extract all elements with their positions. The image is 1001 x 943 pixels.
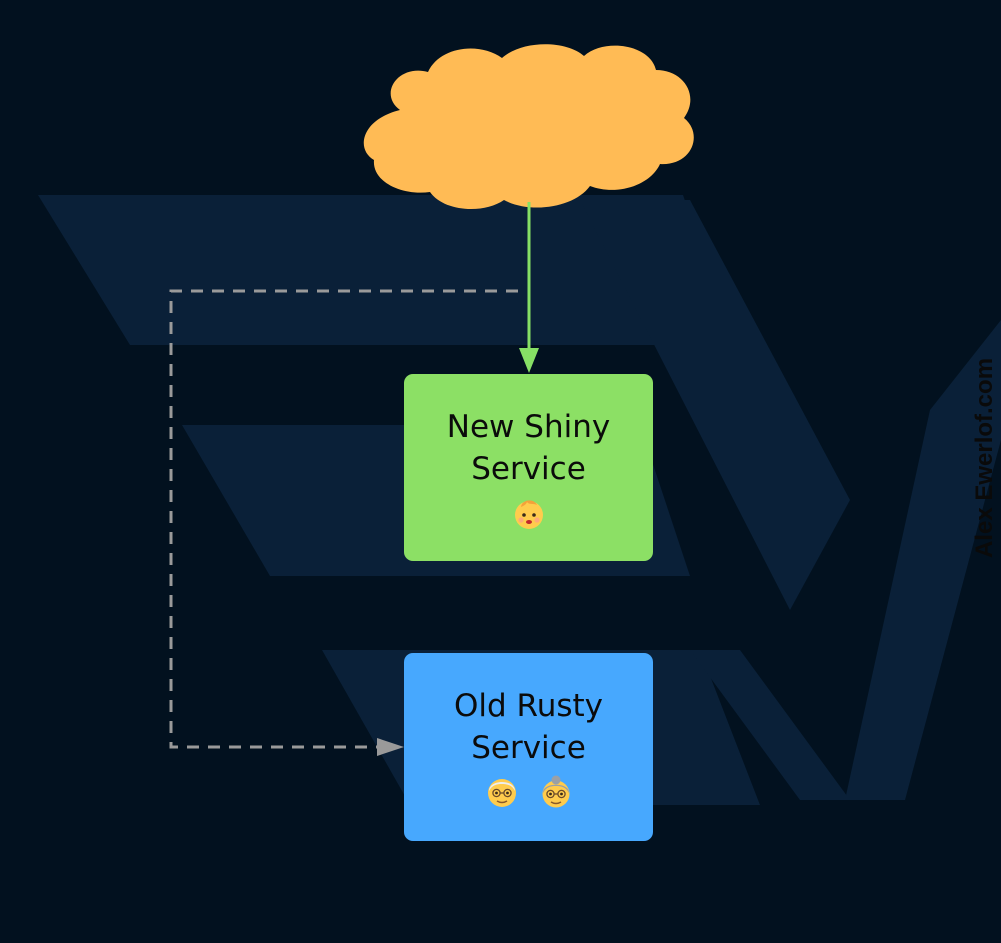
dashed-arrowhead bbox=[377, 738, 404, 756]
new-shiny-service-node: New Shiny Service bbox=[404, 374, 653, 561]
old-rusty-service-node: Old Rusty Service bbox=[404, 653, 653, 841]
edge-cloud-to-old bbox=[169, 289, 518, 756]
author-watermark: Alex Ewerlof.com bbox=[971, 357, 998, 559]
old-woman-face-icon bbox=[542, 775, 569, 808]
solid-arrowhead bbox=[519, 348, 539, 373]
new-service-label: New Shiny Service bbox=[446, 408, 611, 487]
baby-face-icon bbox=[514, 499, 543, 529]
old-man-face-icon bbox=[487, 779, 516, 807]
logo-right-stroke bbox=[845, 320, 1001, 800]
dashed-arrow-path bbox=[169, 289, 518, 749]
logo-diagonal-stroke bbox=[580, 200, 850, 610]
logo-stripe-top bbox=[38, 195, 735, 345]
cloud-node bbox=[363, 44, 694, 210]
logo-v-stroke bbox=[690, 650, 850, 800]
edge-cloud-to-new bbox=[519, 202, 539, 373]
cloud-shape bbox=[363, 44, 694, 210]
old-service-label: Old Rusty Service bbox=[454, 688, 603, 766]
new-service-emoji-row bbox=[512, 496, 546, 530]
old-service-emoji-row bbox=[485, 775, 573, 809]
